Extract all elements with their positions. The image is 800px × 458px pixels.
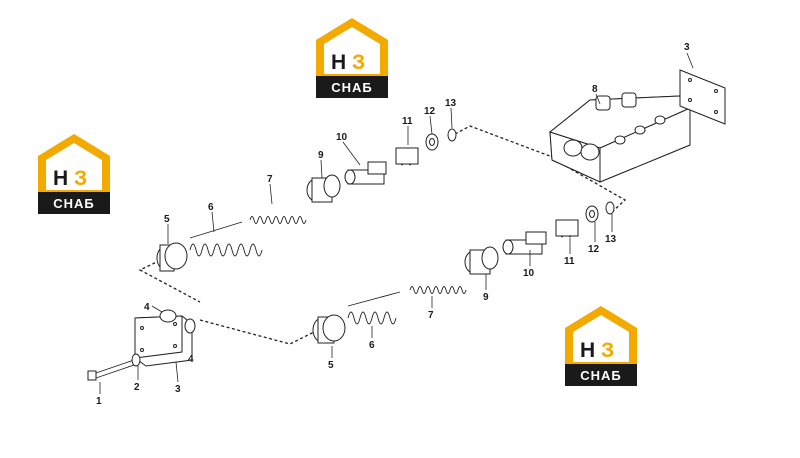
- callout-9-lower: 9: [483, 292, 489, 303]
- washer-2: [131, 353, 141, 367]
- callout-5-lower: 5: [328, 360, 334, 371]
- callout-4-lower: 4: [188, 354, 194, 365]
- washer-12-lower: [585, 205, 599, 223]
- leader-lines: [99, 52, 694, 394]
- logo-text: СНАБ: [331, 80, 373, 95]
- callout-10-upper: 10: [336, 132, 348, 143]
- cover-plate-top: [679, 69, 726, 125]
- plunger-9-lower: [464, 246, 499, 275]
- spring-6-lower: [347, 291, 401, 325]
- washer-12-upper: [425, 133, 439, 151]
- cover-plate-bottom: [134, 315, 193, 367]
- callout-7-lower: 7: [428, 310, 434, 321]
- callout-6-lower: 6: [369, 340, 375, 351]
- watermark-logo-left: Н З СНАБ: [38, 134, 110, 214]
- logo-letter-z: З: [352, 51, 365, 74]
- callout-6-upper: 6: [208, 202, 214, 213]
- logo-letter-n: Н: [331, 51, 346, 74]
- o-ring-4-lower: [184, 318, 196, 334]
- piston-5-lower: [312, 314, 346, 344]
- callout-4-upper: 4: [144, 302, 150, 313]
- callout-1: 1: [96, 396, 102, 407]
- watermark-logo-top: Н З СНАБ: [316, 18, 388, 98]
- logo-letter-n: Н: [580, 339, 595, 362]
- callout-7-upper: 7: [267, 174, 273, 185]
- ring-13-upper: [447, 128, 457, 142]
- assembly-path-upper: [138, 125, 556, 303]
- spool-10-upper: [344, 161, 387, 185]
- callout-13-lower: 13: [605, 234, 617, 245]
- callout-2: 2: [134, 382, 140, 393]
- ring-13-lower: [605, 201, 615, 215]
- bolt-1: [87, 359, 135, 381]
- o-ring-4-upper: [159, 309, 177, 323]
- callout-8: 8: [592, 84, 598, 95]
- callout-12-upper: 12: [424, 106, 436, 117]
- watermark-logo-bottom-right: Н З СНАБ: [565, 306, 637, 386]
- logo-letter-n: Н: [53, 167, 68, 190]
- piston-5-upper: [156, 242, 188, 272]
- callout-11-upper: 11: [402, 116, 413, 127]
- spring-7-upper: [249, 216, 307, 224]
- callout-labels: 3 8 5 6 7 9 10 11 12 13 5 6 7 9 10 11 12…: [96, 42, 690, 407]
- callout-12-lower: 12: [588, 244, 600, 255]
- spool-10-lower: [502, 231, 547, 255]
- callout-11-lower: 11: [564, 256, 575, 267]
- logo-letter-z: З: [601, 339, 614, 362]
- plunger-9-upper: [306, 174, 341, 203]
- spring-7-lower: [409, 286, 467, 294]
- logo-letter-z: З: [74, 167, 87, 190]
- spring-6-upper: [189, 221, 263, 257]
- spring-11-upper: [395, 147, 419, 166]
- logo-text: СНАБ: [53, 196, 95, 211]
- valve-housing: [548, 92, 691, 183]
- logo-text: СНАБ: [580, 368, 622, 383]
- spring-11-lower: [555, 219, 579, 238]
- callout-9-upper: 9: [318, 150, 324, 161]
- assembly-path-lower: [199, 159, 627, 345]
- callout-5-upper: 5: [164, 214, 170, 225]
- callout-3-top: 3: [684, 42, 690, 53]
- callout-10-lower: 10: [523, 268, 535, 279]
- callout-13-upper: 13: [445, 98, 457, 109]
- callout-3-bottom: 3: [175, 384, 181, 395]
